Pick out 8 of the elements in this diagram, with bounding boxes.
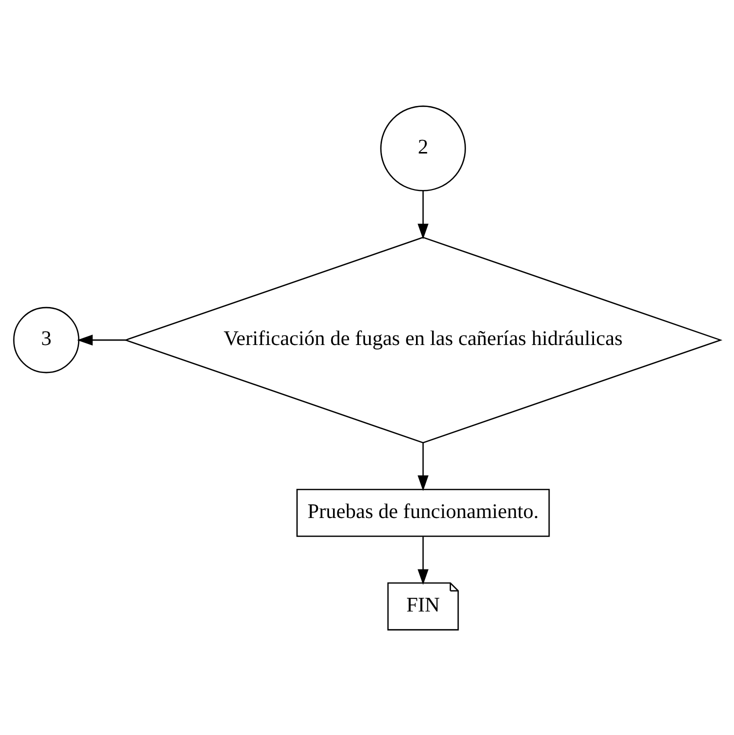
arrow [418,190,429,239]
node-box: Pruebas de funcionamiento. [296,488,550,536]
arrow [418,536,429,584]
node-circle: 3 [13,306,80,373]
node-diamond: Verificación de fugas en las cañerías hidráulicas [124,236,722,443]
arrow [418,442,429,491]
node-circle: 2 [380,105,466,191]
arrow [77,334,126,346]
